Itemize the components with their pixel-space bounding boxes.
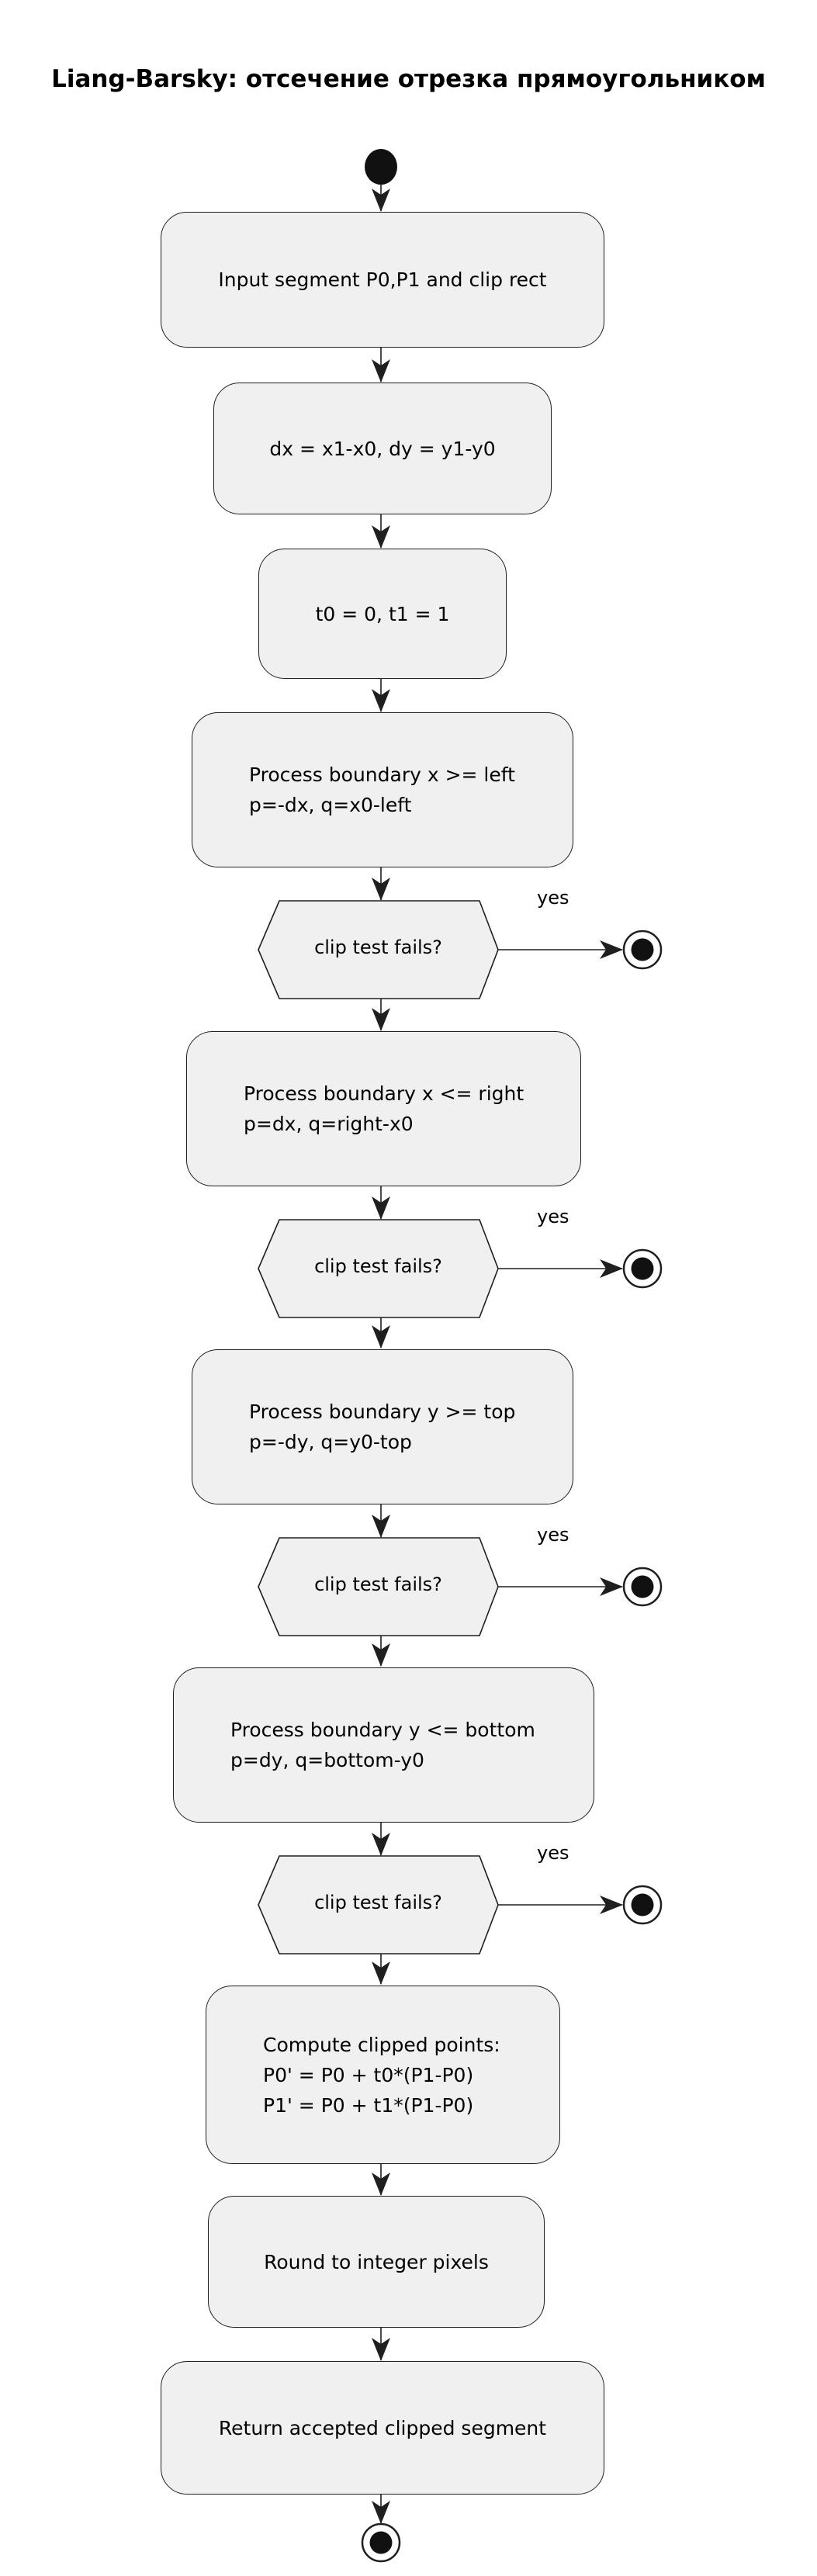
node-label: Round to integer pixels xyxy=(264,2250,489,2273)
node-label: Input segment P0,P1 and clip rect xyxy=(218,268,547,291)
node-label: p=-dx, q=x0-left xyxy=(249,794,412,816)
node-label: t0 = 0, t1 = 1 xyxy=(315,602,450,625)
node-label: Process boundary x <= right xyxy=(244,1082,524,1105)
final-node-icon xyxy=(361,2522,401,2563)
edge-label-yes: yes xyxy=(537,1842,569,1864)
node-boundary-right: Process boundary x <= right p=dx, q=righ… xyxy=(186,1031,581,1186)
node-label: Compute clipped points: xyxy=(263,2033,500,2056)
node-boundary-left: Process boundary x >= left p=-dx, q=x0-l… xyxy=(192,712,573,867)
node-return-segment: Return accepted clipped segment xyxy=(161,2361,604,2495)
node-boundary-top: Process boundary y >= top p=-dy, q=y0-to… xyxy=(192,1349,573,1504)
node-label: dx = x1-x0, dy = y1-y0 xyxy=(269,437,496,460)
node-boundary-bottom: Process boundary y <= bottom p=dy, q=bot… xyxy=(173,1667,594,1823)
node-compute-points: Compute clipped points: P0' = P0 + t0*(P… xyxy=(206,1986,560,2164)
node-label: Process boundary y <= bottom xyxy=(230,1719,535,1741)
decision-hexagon xyxy=(258,1219,499,1318)
node-label: Return accepted clipped segment xyxy=(218,2416,547,2439)
final-node-icon xyxy=(622,1567,663,1607)
decision-hexagon xyxy=(258,900,499,999)
decision-label: clip test fails? xyxy=(314,1255,442,1277)
decision-label: clip test fails? xyxy=(314,1892,442,1913)
node-deltas: dx = x1-x0, dy = y1-y0 xyxy=(213,383,552,514)
edge-label-yes: yes xyxy=(537,1206,569,1227)
node-label: p=dy, q=bottom-y0 xyxy=(230,1749,424,1771)
node-label: p=-dy, q=y0-top xyxy=(249,1431,412,1453)
node-label: Process boundary y >= top xyxy=(249,1401,516,1423)
flow-edges xyxy=(372,185,623,2524)
diagram-title: Liang-Barsky: отсечение отрезка прямоуго… xyxy=(51,65,766,93)
final-node-icon xyxy=(622,930,663,970)
node-label: P1' = P0 + t1*(P1-P0) xyxy=(263,2093,474,2117)
node-init-t: t0 = 0, t1 = 1 xyxy=(258,549,507,679)
final-node-icon xyxy=(622,1248,663,1289)
node-label: P0' = P0 + t0*(P1-P0) xyxy=(263,2063,474,2086)
edge-label-yes: yes xyxy=(537,887,569,909)
decision-label: clip test fails? xyxy=(314,1574,442,1595)
start-node-icon xyxy=(365,149,397,185)
decision-hexagon xyxy=(258,1537,499,1636)
edge-label-yes: yes xyxy=(537,1524,569,1546)
node-label: Process boundary x >= left xyxy=(249,763,515,786)
node-input-segment: Input segment P0,P1 and clip rect xyxy=(161,212,604,348)
decision-hexagon xyxy=(258,1855,499,1955)
node-round-pixels: Round to integer pixels xyxy=(208,2196,545,2328)
final-node-icon xyxy=(622,1885,663,1925)
decision-label: clip test fails? xyxy=(314,937,442,958)
node-label: p=dx, q=right-x0 xyxy=(244,1113,414,1135)
